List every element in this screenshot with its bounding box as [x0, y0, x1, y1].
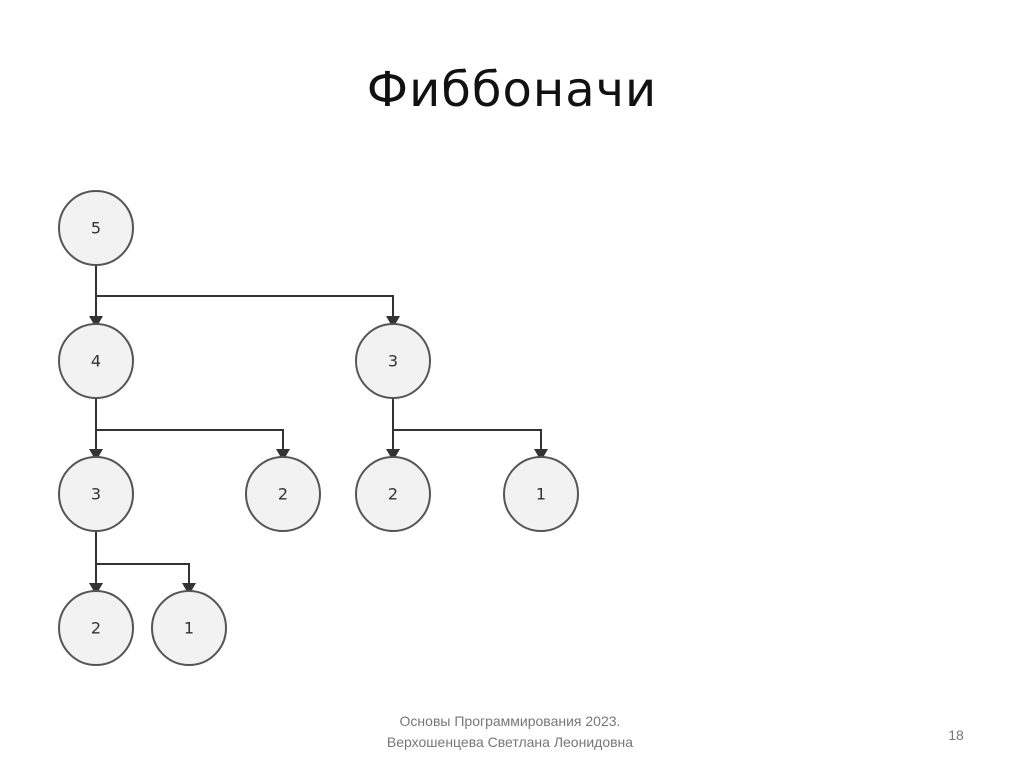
edge-4-2	[96, 429, 284, 451]
tree-node: 5	[58, 190, 134, 266]
node-label: 4	[91, 352, 101, 371]
node-label: 5	[91, 219, 101, 238]
footer-author: Верхошенцева Светлана Леонидовна	[386, 734, 634, 750]
tree-node: 1	[151, 590, 227, 666]
node-label: 2	[91, 619, 101, 638]
arrow-head-icon	[276, 449, 290, 461]
arrow-head-icon	[386, 449, 400, 461]
tree-node: 2	[58, 590, 134, 666]
arrow-head-icon	[89, 583, 103, 595]
tree-node: 1	[503, 456, 579, 532]
node-label: 2	[388, 485, 398, 504]
edge-3-1-lower	[96, 563, 190, 585]
arrow-head-icon	[534, 449, 548, 461]
tree-node: 3	[355, 323, 431, 399]
page-number: 18	[948, 727, 964, 743]
slide-footer: Основы Программирования 2023. Верхошенце…	[340, 711, 680, 753]
node-label: 3	[91, 485, 101, 504]
nodes: 5 4 3 3 2 2 1 2	[58, 190, 579, 666]
edge-3-1	[393, 429, 542, 451]
arrow-head-icon	[89, 449, 103, 461]
arrow-head-icon	[386, 316, 400, 328]
node-label: 3	[388, 352, 398, 371]
arrow-head-icon	[89, 316, 103, 328]
slide-title: Фиббоначи	[366, 62, 658, 118]
tree-node: 3	[58, 456, 134, 532]
tree-node: 2	[245, 456, 321, 532]
edge-5-3	[96, 295, 394, 318]
tree-node: 4	[58, 323, 134, 399]
arrow-head-icon	[182, 583, 196, 595]
node-label: 1	[536, 485, 546, 504]
edges	[89, 265, 548, 595]
node-label: 1	[184, 619, 194, 638]
tree-node: 2	[355, 456, 431, 532]
footer-course: Основы Программирования 2023.	[399, 713, 621, 729]
node-label: 2	[278, 485, 288, 504]
